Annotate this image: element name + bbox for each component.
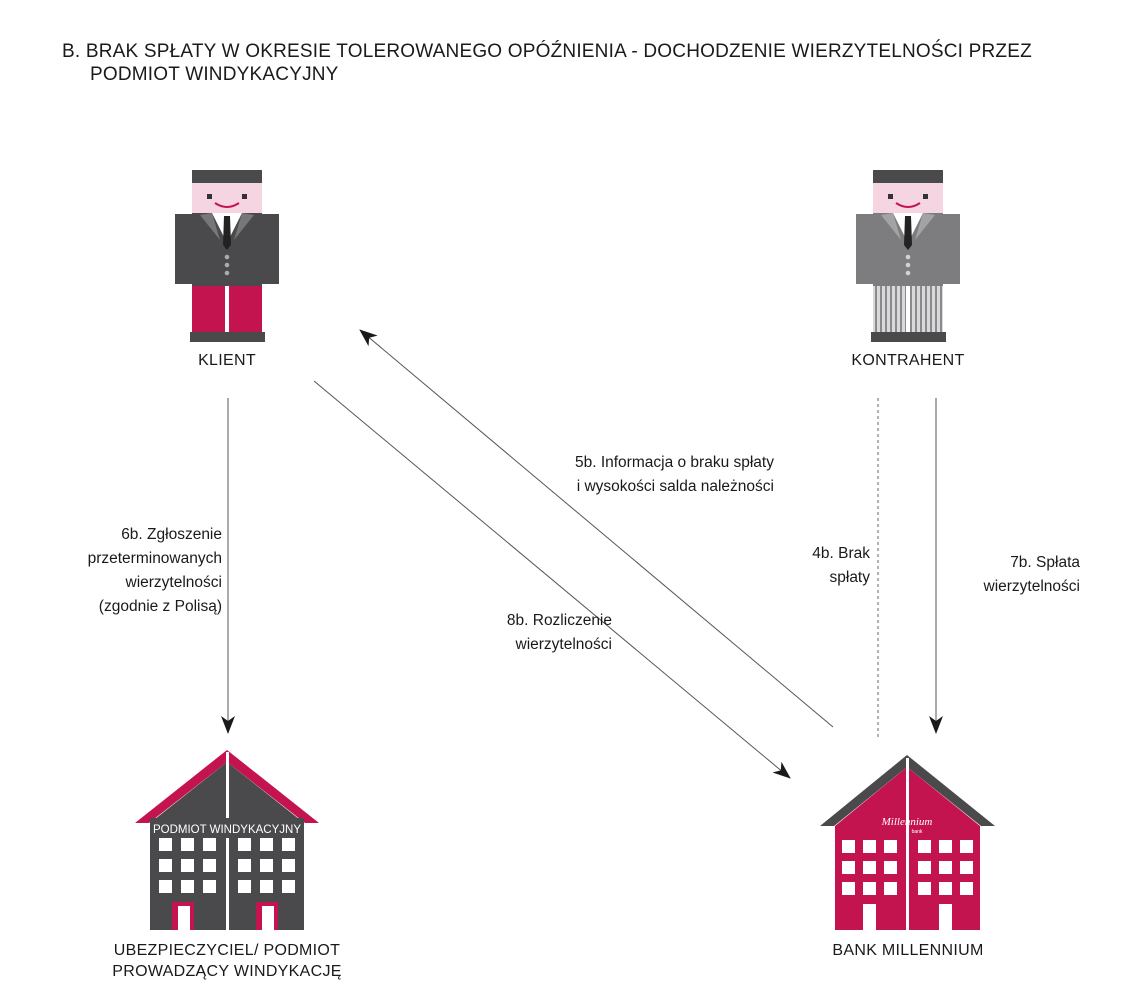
flow-4b-label: 4b. Brak spłaty: [770, 542, 870, 590]
collector-building-icon: PODMIOT WINDYKACYJNY: [135, 750, 319, 930]
actor-kontrahent-label: KONTRAHENT: [851, 352, 965, 369]
flow-4b-line-2: spłaty: [829, 569, 871, 586]
flow-8b-arrow: [313, 380, 791, 779]
flow-8b-line-1: 8b. Rozliczenie: [506, 612, 612, 629]
bank-logo-sub: bank: [912, 829, 923, 835]
bank-building-icon: Millennium bank: [820, 755, 995, 930]
flow-6b-line-4: (zgodnie z Polisą): [98, 598, 222, 615]
flow-8b-line-2: wierzytelności: [515, 636, 612, 653]
insurer-label-line-1: UBEZPIECZYCIEL/ PODMIOT: [113, 942, 341, 959]
title-line-1: B. BRAK SPŁATY W OKRESIE TOLEROWANEGO OP…: [62, 41, 1032, 62]
flow-5b-line-2: i wysokości salda należności: [576, 478, 774, 495]
flow-7b-line-1: 7b. Spłata: [1010, 554, 1080, 571]
flow-5b-label: 5b. Informacja o braku spłaty i wysokośc…: [500, 451, 774, 499]
flow-8b-label: 8b. Rozliczenie wierzytelności: [440, 609, 612, 657]
flow-6b-label: 6b. Zgłoszenie przeterminowanych wierzyt…: [20, 523, 222, 619]
flow-5b-line-1: 5b. Informacja o braku spłaty: [574, 454, 774, 471]
title-line-2: PODMIOT WINDYKACYJNY: [90, 64, 339, 85]
actor-bank-label: BANK MILLENNIUM: [832, 942, 984, 959]
flow-6b-line-3: wierzytelności: [125, 574, 222, 591]
flow-6b-line-1: 6b. Zgłoszenie: [121, 526, 222, 543]
actor-insurer-label: UBEZPIECZYCIEL/ PODMIOT PROWADZĄCY WINDY…: [80, 940, 374, 982]
klient-figure-icon: [175, 170, 279, 342]
insurer-label-line-2: PROWADZĄCY WINDYKACJĘ: [112, 963, 342, 980]
collector-sign: PODMIOT WINDYKACYJNY: [153, 824, 301, 836]
flow-7b-line-2: wierzytelności: [983, 578, 1080, 595]
page-title: B. BRAK SPŁATY W OKRESIE TOLEROWANEGO OP…: [62, 40, 1102, 86]
kontrahent-figure-icon: [856, 170, 960, 342]
flow-5b-arrow: [359, 329, 834, 728]
flow-4b-line-1: 4b. Brak: [812, 545, 870, 562]
actor-klient-label: KLIENT: [198, 352, 256, 369]
bank-logo: Millennium: [881, 816, 933, 828]
flow-7b-label: 7b. Spłata wierzytelności: [940, 551, 1080, 599]
flow-6b-line-2: przeterminowanych: [87, 550, 222, 567]
